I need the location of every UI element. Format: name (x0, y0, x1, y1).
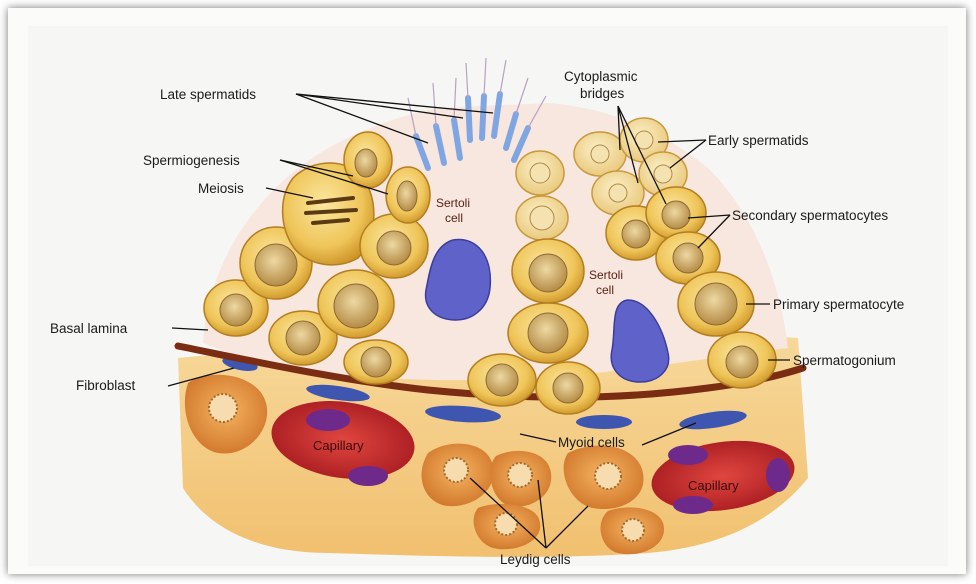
label-sertoli-cell-1: Sertoli (436, 196, 470, 210)
seminiferous-tubule-diagram: Late spermatids Spermiogenesis Meiosis B… (8, 8, 966, 574)
leydig-nucleus (622, 519, 644, 541)
leydig-nucleus (444, 458, 468, 482)
label-sertoli-cell-1-cell: cell (445, 211, 463, 225)
label-cytoplasmic: Cytoplasmic (564, 69, 638, 84)
secondary-spermatocyte (512, 239, 584, 303)
spermatogonium (536, 362, 600, 414)
spermatocyte (360, 214, 428, 278)
label-early-spermatids: Early spermatids (708, 133, 809, 148)
primary-spermatocyte (678, 272, 754, 336)
myoid-cell (576, 415, 632, 429)
spermatid (344, 132, 392, 188)
label-primary-spermatocyte: Primary spermatocyte (773, 297, 904, 312)
label-sertoli-cell-2-cell: cell (596, 283, 614, 297)
label-basal-lamina: Basal lamina (50, 321, 128, 336)
label-bridges: bridges (580, 86, 625, 101)
leydig-nucleus (209, 394, 237, 422)
primary-spermatocyte (318, 270, 394, 338)
spermatid (516, 196, 568, 240)
label-fibroblast: Fibroblast (76, 378, 136, 393)
label-sertoli-cell-2: Sertoli (589, 268, 623, 282)
label-leydig-cells: Leydig cells (500, 552, 571, 567)
spermatid (516, 151, 564, 195)
spermatogonium (468, 354, 536, 406)
spermatocyte (344, 340, 408, 384)
label-meiosis: Meiosis (198, 181, 244, 196)
label-capillary-right: Capillary (688, 478, 739, 493)
label-secondary-spermatocytes: Secondary spermatocytes (732, 208, 888, 223)
spermatogonium (708, 332, 776, 388)
primary-spermatocyte (508, 303, 588, 363)
figure-frame: Late spermatids Spermiogenesis Meiosis B… (8, 8, 966, 574)
label-late-spermatids: Late spermatids (160, 87, 256, 102)
early-spermatid (574, 132, 626, 176)
label-capillary-left: Capillary (313, 438, 364, 453)
leydig-nucleus (508, 463, 532, 487)
spermatid (386, 167, 430, 223)
leydig-nucleus (495, 513, 517, 535)
label-spermiogenesis: Spermiogenesis (143, 153, 240, 168)
leydig-nucleus (595, 463, 621, 489)
label-spermatogonium: Spermatogonium (793, 353, 896, 368)
label-myoid-cells: Myoid cells (558, 435, 625, 450)
secondary-spermatocyte (646, 187, 706, 239)
